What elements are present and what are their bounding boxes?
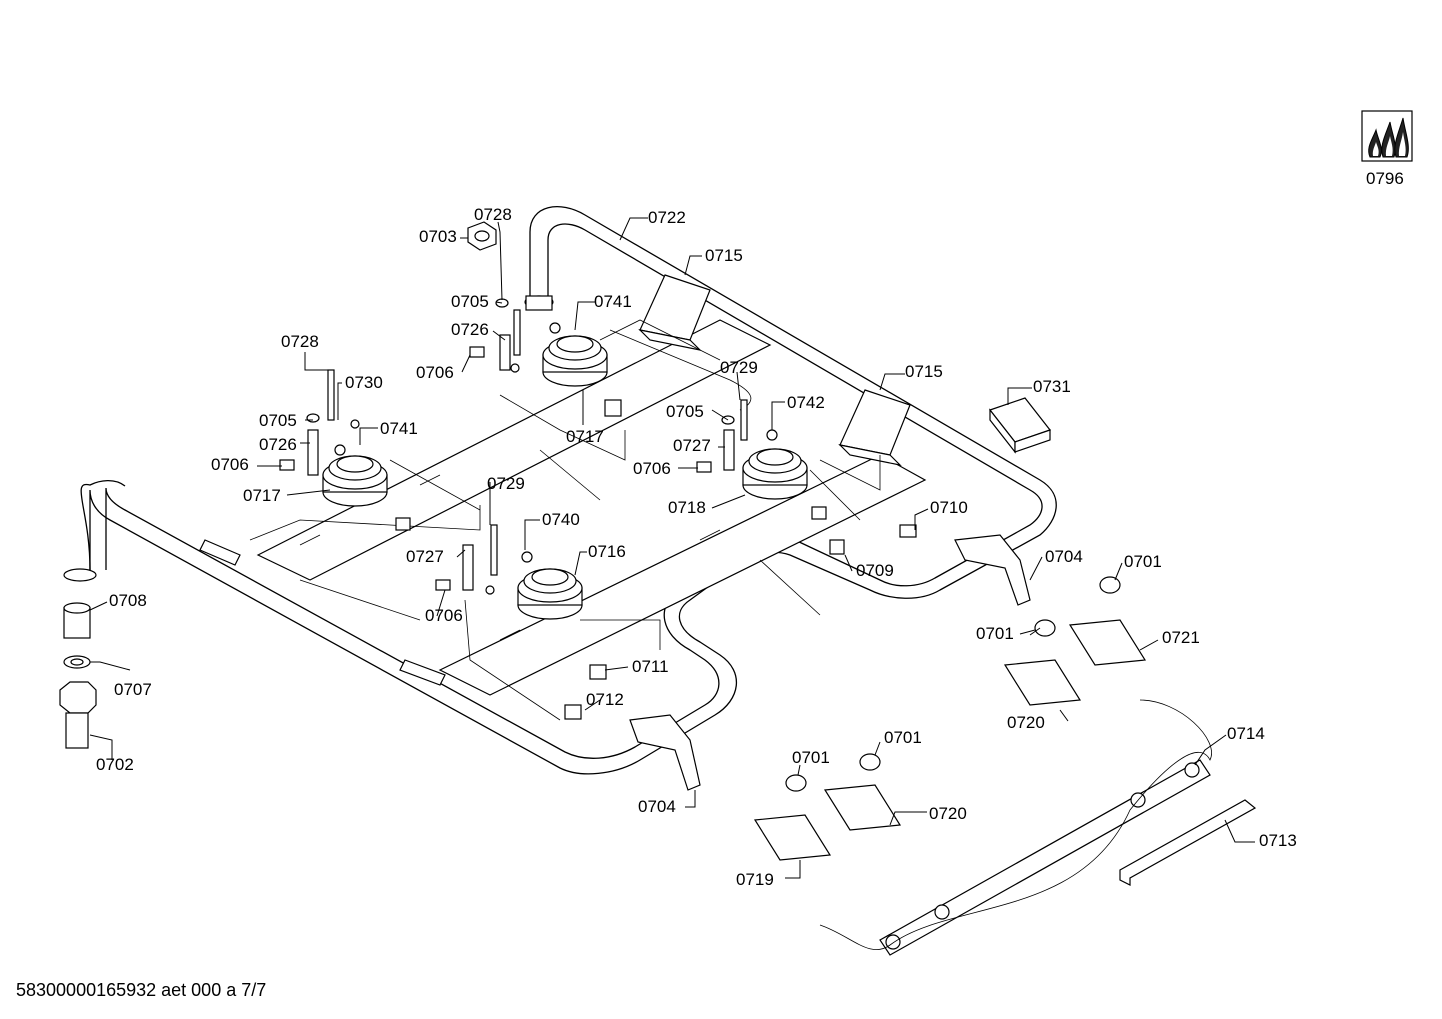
injector-fittings <box>395 399 917 720</box>
part-label: 0704 <box>638 797 676 816</box>
gas-flame-icon <box>1361 110 1413 162</box>
burner-right <box>742 429 808 500</box>
burner-left <box>322 444 388 507</box>
inlet-fittings <box>59 602 97 749</box>
part-label: 0705 <box>451 292 489 311</box>
part-label: 0717 <box>243 486 281 505</box>
part-label: 0729 <box>720 358 758 377</box>
part-label: 0708 <box>109 591 147 610</box>
part-label: 0704 <box>1045 547 1083 566</box>
part-label: 0707 <box>114 680 152 699</box>
part-label: 0742 <box>787 393 825 412</box>
part-label: 0701 <box>884 728 922 747</box>
part-label: 0721 <box>1162 628 1200 647</box>
part-label: 0717 <box>566 427 604 446</box>
legend-icon-label: 0796 <box>1366 169 1404 188</box>
part-label: 0714 <box>1227 724 1265 743</box>
part-label: 0703 <box>419 227 457 246</box>
part-label: 0719 <box>736 870 774 889</box>
mounting-bracket-0704-right <box>954 534 1031 606</box>
document-number: 58300000165932 aet 000 a 7/7 <box>16 980 267 1000</box>
thermocouple-tubes <box>249 319 881 721</box>
part-label: 0706 <box>633 459 671 478</box>
part-label: 0728 <box>281 332 319 351</box>
rail-clips <box>199 539 446 686</box>
burner-mounting-rail <box>256 319 927 696</box>
part-label: 0709 <box>856 561 894 580</box>
control-knobs <box>785 576 1121 792</box>
ignition-module-0731 <box>989 397 1051 454</box>
part-label: 0706 <box>425 606 463 625</box>
part-label: 0701 <box>976 624 1014 643</box>
gas-pipe-frame <box>63 206 1057 775</box>
part-label: 0702 <box>96 755 134 774</box>
ignition-switch-harness-0714 <box>819 699 1212 956</box>
part-label: 0713 <box>1259 831 1297 850</box>
part-label: 0706 <box>211 455 249 474</box>
leader-lines <box>89 217 1255 879</box>
part-label: 0720 <box>1007 713 1045 732</box>
bracket-0715-lower <box>838 389 911 466</box>
part-label: 0730 <box>345 373 383 392</box>
bracket-0715-upper <box>638 274 711 351</box>
part-label: 0715 <box>905 362 943 381</box>
part-label: 0712 <box>586 690 624 709</box>
mounting-bracket-0704-left <box>629 714 701 791</box>
nut-0703 <box>467 221 497 251</box>
part-label: 0731 <box>1033 377 1071 396</box>
burner-upper <box>542 322 608 387</box>
part-label: 0718 <box>668 498 706 517</box>
burner-front <box>517 551 583 620</box>
part-label: 0741 <box>594 292 632 311</box>
part-label: 0720 <box>929 804 967 823</box>
ignition-electrodes <box>279 298 748 595</box>
part-labels: 0728 0722 0703 0715 0705 0741 0726 0706 … <box>96 205 1297 889</box>
part-label: 0701 <box>792 748 830 767</box>
part-label: 0727 <box>406 547 444 566</box>
part-label: 0729 <box>487 474 525 493</box>
part-label: 0701 <box>1124 552 1162 571</box>
part-label: 0711 <box>632 657 669 676</box>
part-label: 0741 <box>380 419 418 438</box>
part-label: 0705 <box>259 411 297 430</box>
gas-taps <box>753 619 1147 861</box>
part-label: 0740 <box>542 510 580 529</box>
part-label: 0727 <box>673 436 711 455</box>
part-label: 0728 <box>474 205 512 224</box>
part-label: 0706 <box>416 363 454 382</box>
part-label: 0710 <box>930 498 968 517</box>
part-label: 0716 <box>588 542 626 561</box>
part-label: 0722 <box>648 208 686 227</box>
part-label: 0726 <box>451 320 489 339</box>
part-label: 0705 <box>666 402 704 421</box>
part-label: 0715 <box>705 246 743 265</box>
trim-strip-0713 <box>1119 799 1257 886</box>
part-label: 0726 <box>259 435 297 454</box>
